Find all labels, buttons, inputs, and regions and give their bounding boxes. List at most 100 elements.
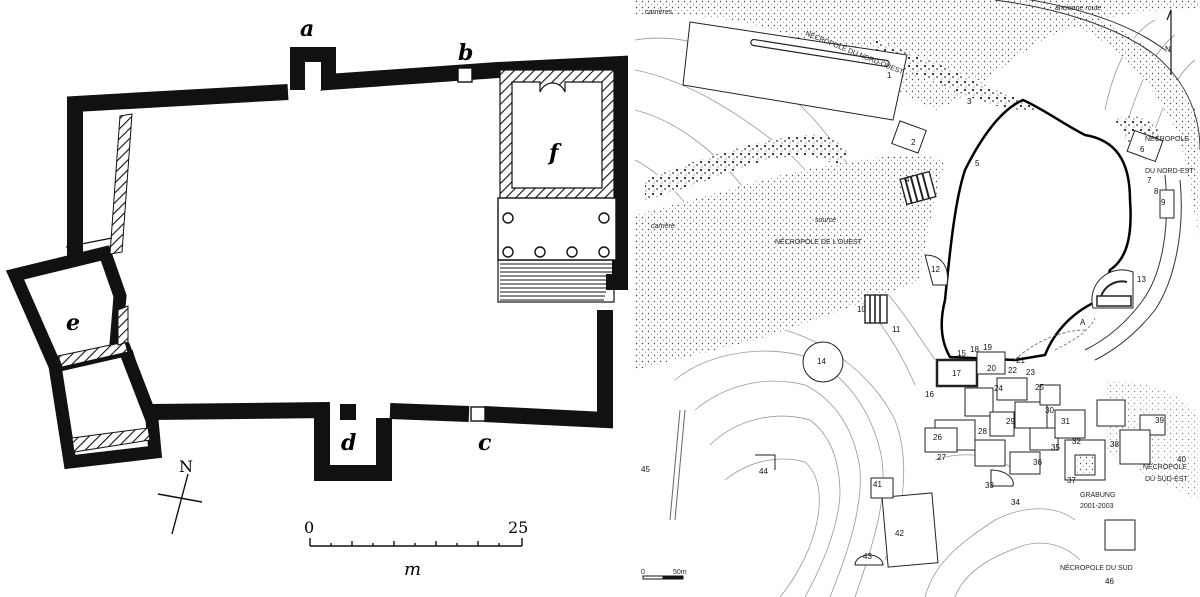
building-plan-drawing: a b c d e f N 0 25 m — [5, 16, 628, 580]
site-number: 18 — [970, 345, 979, 354]
site-number: 39 — [1155, 416, 1164, 425]
road-label: ancienne route — [1055, 5, 1101, 12]
label-grabung-2: 2001-2003 — [1080, 503, 1114, 510]
label-necropole-ne-1: NÉCROPOLE — [1145, 134, 1189, 143]
site-number: 3 — [967, 97, 972, 106]
outer-wall — [67, 47, 628, 481]
site-number: 35 — [1051, 443, 1060, 452]
label-carriere: carrière — [651, 223, 675, 230]
north-arrow — [157, 473, 203, 535]
site-number: 36 — [1033, 458, 1042, 467]
site-numbers: 1 2 3 4 5 6 7 8 9 10 11 12 13 14 15 16 1… — [641, 71, 1186, 586]
site-number: 26 — [933, 433, 942, 442]
label-e: e — [66, 310, 80, 336]
map-scale-zero: 0 — [641, 569, 645, 576]
site-map-panel: ancienne route — [635, 0, 1200, 597]
site-number: 12 — [931, 265, 940, 274]
label-necropole-ne-2: DU NORD-EST — [1145, 168, 1194, 175]
label-d: d — [341, 430, 356, 456]
site-number: 2 — [911, 138, 916, 147]
town-center — [924, 351, 1151, 487]
label-grabung-1: GRABUNG — [1080, 492, 1115, 499]
map-north-label: N — [1165, 45, 1171, 54]
label-letter-a: A — [1080, 318, 1086, 327]
site-number: 21 — [1016, 356, 1025, 365]
site-number: 25 — [1035, 383, 1044, 392]
site-number: 15 — [957, 349, 966, 358]
site-number: 32 — [1072, 437, 1081, 446]
site-number: 40 — [1177, 455, 1186, 464]
gate-a-opening — [305, 62, 321, 90]
scale-end: 25 — [508, 518, 528, 537]
site-number: 38 — [1110, 440, 1119, 449]
structure-12 — [924, 254, 949, 286]
site-number: 5 — [975, 159, 980, 168]
site-number: 34 — [1011, 498, 1020, 507]
site-number: 1 — [887, 71, 892, 80]
label-necropole-sud: NÉCROPOLE DU SUD — [1060, 563, 1133, 572]
acropolis-wall — [940, 98, 1132, 362]
escarpment-north — [875, 40, 1035, 111]
site-number: 17 — [952, 369, 961, 378]
site-number: 9 — [1161, 198, 1166, 207]
gap-c — [470, 406, 486, 422]
site-number: 16 — [925, 390, 934, 399]
structure-14 — [802, 341, 844, 383]
structure-9 — [1159, 189, 1175, 219]
temple-f — [497, 69, 617, 303]
site-number: 30 — [1045, 406, 1054, 415]
site-number: 11 — [892, 325, 901, 334]
site-map-drawing: ancienne route — [635, 0, 1200, 597]
label-necropole-ouest: NÉCROPOLE DE L'OUEST — [775, 237, 863, 246]
gap-b — [457, 67, 473, 83]
site-number: 31 — [1061, 417, 1070, 426]
site-number: 46 — [1105, 577, 1114, 586]
site-number: 8 — [1154, 187, 1159, 196]
structure-46-area — [1104, 519, 1136, 551]
north-east-terrain — [1055, 10, 1200, 240]
map-north-arrow — [1166, 9, 1172, 75]
structure-4 — [899, 170, 937, 206]
scale-unit: m — [404, 559, 421, 580]
site-number: 27 — [937, 453, 946, 462]
site-number: 13 — [1137, 275, 1146, 284]
site-number: 28 — [978, 427, 987, 436]
site-number: 43 — [863, 552, 872, 561]
west-inner-wall — [109, 113, 133, 255]
structure-2 — [891, 120, 927, 154]
map-scale-end: 50m — [673, 569, 687, 576]
site-number: 33 — [985, 481, 994, 490]
label-necropole-se-2: DU SUD-EST — [1145, 476, 1189, 483]
escarpment-west — [645, 134, 850, 200]
site-number: 29 — [1006, 417, 1015, 426]
site-number: 24 — [994, 384, 1003, 393]
label-c: c — [478, 430, 492, 456]
site-number: 4 — [905, 175, 910, 184]
site-number: 10 — [857, 305, 866, 314]
structure-1 — [682, 21, 908, 121]
scale-start: 0 — [304, 518, 314, 537]
site-number: 45 — [641, 465, 650, 474]
site-number: 6 — [1140, 145, 1145, 154]
site-number: 14 — [817, 357, 826, 366]
site-number: 23 — [1026, 368, 1035, 377]
site-number: 19 — [983, 343, 992, 352]
label-necropole-se-1: NÉCROPOLE — [1143, 462, 1187, 471]
map-scale-bar — [642, 575, 684, 580]
site-number: 20 — [987, 364, 996, 373]
north-terrain — [635, 0, 1200, 110]
structure-41 — [870, 477, 894, 499]
south-east-terrain — [1105, 380, 1200, 500]
label-b: b — [458, 40, 473, 66]
scale-bar — [309, 538, 523, 547]
label-f: f — [547, 140, 562, 166]
label-carrieres: carrières — [645, 9, 673, 16]
structure-43 — [854, 554, 884, 566]
site-number: 44 — [759, 467, 768, 476]
building-plan-panel: a b c d e f N 0 25 m — [5, 16, 628, 580]
room-e — [5, 245, 163, 470]
gate-d-post — [340, 404, 356, 420]
theatre-13 — [1091, 269, 1134, 309]
site-number: 41 — [873, 480, 882, 489]
site-number: 42 — [895, 529, 904, 538]
